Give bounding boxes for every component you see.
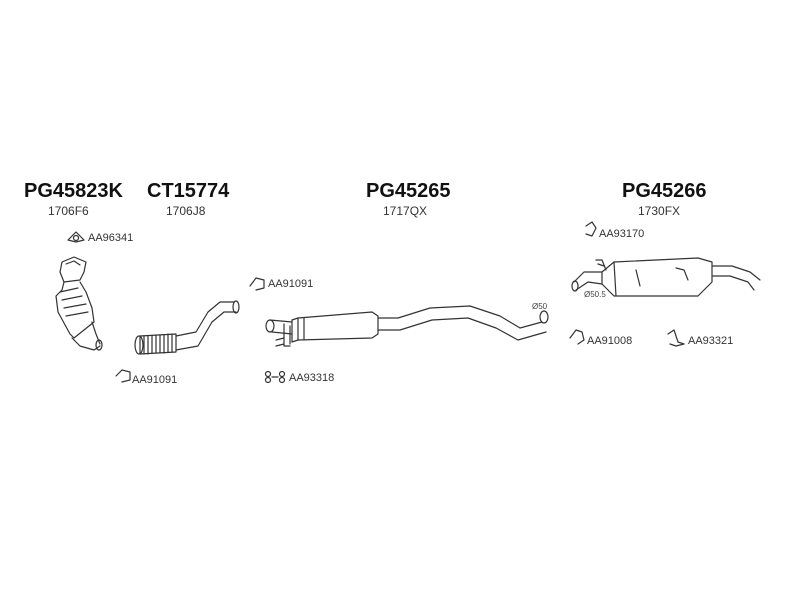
accessory-ref-hanger: AA93321 [688,335,734,347]
part-ref-flex-pipe: 1706J8 [166,204,206,218]
part-code-flex-pipe: CT15774 [147,180,230,202]
gasket-icon [67,231,85,243]
part-ref-rear-silencer: 1730FX [638,204,681,218]
accessory-ref-clamp-rear: AA91008 [587,335,633,347]
hanger-icon [667,329,685,347]
bracket-icon [585,221,597,237]
accessory-ref-bracket: AA93170 [599,228,645,240]
part-code-rear-silencer: PG45266 [622,180,707,202]
accessory-ref-bolt-kit: AA93318 [289,372,335,384]
accessory-ref-clamp-front: AA91091 [132,374,178,386]
bolt-kit-icon [264,370,286,384]
catalytic-converter-icon [55,256,103,351]
dimension-mid-pipe: Ø50 [532,302,548,311]
part-code-middle-silencer: PG45265 [366,180,451,202]
part-ref-catalytic-converter: 1706F6 [48,204,89,218]
rear-silencer-icon [571,257,761,297]
middle-silencer-icon [265,305,549,347]
accessory-ref-gasket: AA96341 [88,232,134,244]
part-ref-middle-silencer: 1717QX [383,204,428,218]
flex-pipe-icon [134,300,240,355]
accessory-ref-clamp-mid: AA91091 [268,278,314,290]
clamp-icon [115,277,585,383]
dimension-rear-inlet: Ø50.5 [584,290,606,299]
part-code-catalytic-converter: PG45823K [24,180,123,202]
